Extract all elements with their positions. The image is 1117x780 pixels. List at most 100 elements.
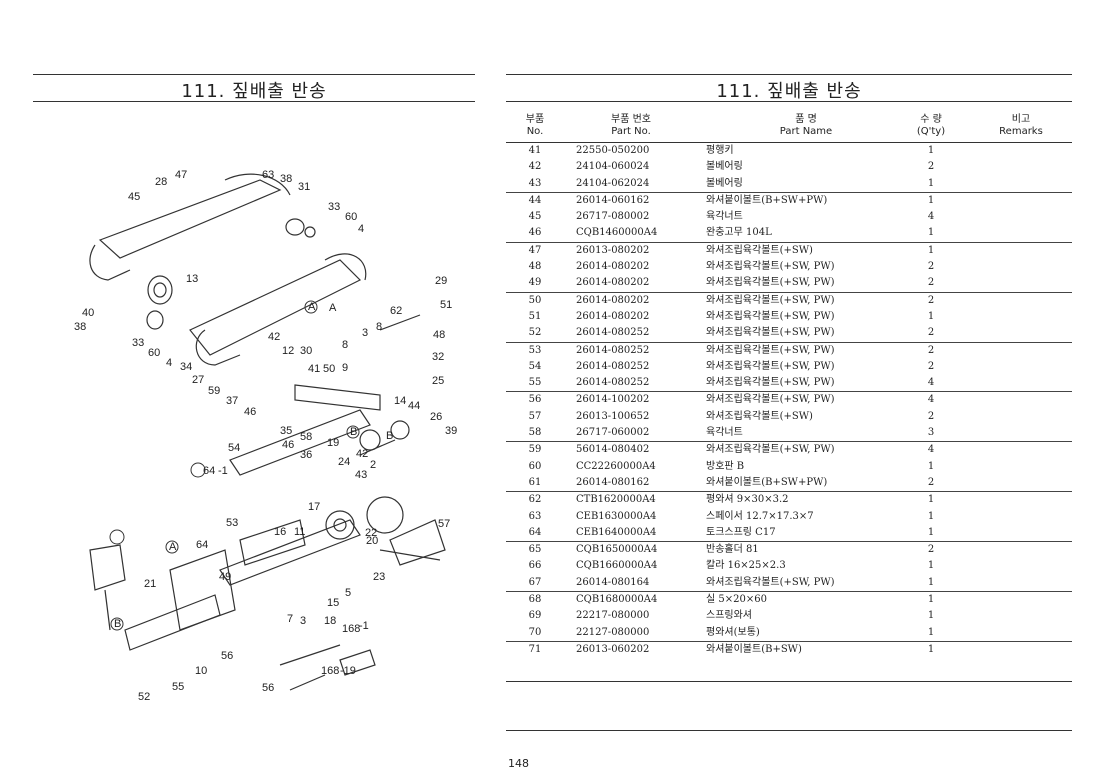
diagram-label: 30 (300, 345, 312, 357)
diagram-label: 59 (208, 385, 220, 397)
part-code: CEB1630000A4 (576, 510, 657, 522)
part-quantity: 2 (927, 294, 935, 306)
part-quantity: 1 (927, 227, 935, 239)
diagram-label: 31 (298, 181, 310, 193)
diagram-label: 60 (148, 347, 160, 359)
diagram-label: 36 (300, 449, 312, 461)
part-name: 토크스프링 C17 (706, 526, 776, 538)
part-name: 방호판 B (706, 460, 745, 472)
diagram-label: 33 (328, 201, 340, 213)
part-code: 26014-080202 (576, 310, 650, 322)
part-quantity: 1 (927, 310, 935, 322)
col-no-en: No. (526, 126, 544, 137)
diagram-label: 51 (440, 299, 452, 311)
diagram-label: 2 (370, 459, 376, 471)
diagram-label: 37 (226, 395, 238, 407)
part-number-index: 53 (528, 344, 542, 356)
part-number-index: 50 (528, 294, 542, 306)
part-quantity: 4 (927, 394, 935, 406)
part-quantity: 1 (927, 494, 935, 506)
diagram-label: 56 (221, 650, 233, 662)
part-number-index: 70 (528, 626, 542, 638)
diagram-label: 20 (366, 535, 378, 547)
part-number-index: 62 (528, 494, 542, 506)
part-quantity: 1 (927, 145, 935, 156)
table-bottom-rule-2 (506, 730, 1072, 731)
diagram-label: 7 (287, 613, 293, 625)
diagram-label: 22 (365, 527, 377, 539)
diagram-label: 64 (196, 539, 208, 551)
part-number-index: 56 (528, 394, 542, 406)
diagram-label: 12 (282, 345, 294, 357)
part-number-index: 57 (528, 410, 542, 422)
part-name: 와셔조립육각볼트(+SW, PW) (706, 576, 835, 588)
col-no-ko: 부품 (525, 114, 545, 125)
part-number-index: 63 (528, 510, 542, 522)
part-number-index: 71 (528, 643, 542, 655)
diagram-label: 62 (390, 305, 402, 317)
part-code: 26717-060002 (576, 427, 650, 439)
diagram-label: 27 (192, 374, 204, 386)
diagram-label: 21 (144, 578, 156, 590)
diagram-label: 63 (262, 169, 274, 181)
part-name: 평와셔(보통) (706, 626, 760, 638)
part-quantity: 2 (927, 344, 935, 356)
part-number-index: 41 (528, 145, 542, 156)
part-number-index: 65 (528, 544, 542, 556)
part-number-index: 69 (528, 610, 542, 622)
diagram-label: 41 (308, 363, 320, 375)
part-code: CEB1640000A4 (576, 526, 657, 538)
part-name: 실 5×20×60 (706, 594, 767, 606)
part-name: 칼라 16×25×2.3 (706, 560, 786, 572)
part-code: 22217-080000 (576, 610, 650, 622)
part-code: 26014-080252 (576, 327, 650, 339)
table-row: 45 26717-080002 육각너트 4 (506, 209, 1072, 225)
part-name: 와셔붙이볼트(B+SW+PW) (706, 194, 828, 206)
col-partno-ko: 부품 번호 (611, 114, 651, 125)
part-code: 26014-080202 (576, 294, 650, 306)
part-name: 와셔조립육각볼트(+SW, PW) (706, 277, 835, 289)
part-quantity: 2 (927, 161, 935, 173)
part-quantity: 4 (927, 211, 935, 223)
diagram-label: A (308, 301, 316, 313)
page-number: 148 (508, 757, 529, 770)
part-code: 26717-080002 (576, 211, 650, 223)
diagram-label: B (350, 426, 357, 438)
part-quantity: 2 (927, 261, 935, 273)
diagram-label: 33 (132, 337, 144, 349)
part-quantity: 2 (927, 327, 935, 339)
diagram-label: 9 (342, 362, 348, 374)
part-number-index: 68 (528, 594, 542, 606)
part-name: 와셔조립육각볼트(+SW, PW) (706, 327, 835, 339)
part-name: 와셔조립육각볼트(+SW, PW) (706, 377, 835, 389)
part-quantity: 1 (927, 560, 935, 572)
part-number-index: 55 (528, 377, 542, 389)
right-title-rule-bottom (506, 101, 1072, 102)
part-code: 26014-100202 (576, 394, 650, 406)
part-number-index: 67 (528, 576, 542, 588)
diagram-reference-markers (109, 300, 360, 631)
part-number-index: 45 (528, 211, 542, 223)
diagram-label: B (386, 430, 393, 442)
diagram-label: 39 (445, 425, 457, 437)
diagram-label: 42 (356, 448, 368, 460)
diagram-label: 23 (373, 571, 385, 583)
parts-table-header: 부품 No. 부품 번호 Part No. 품 명 Part Name 수 량 … (506, 114, 1072, 142)
left-title-rule-top (33, 74, 475, 75)
part-name: 스페이서 12.7×17.3×7 (706, 510, 814, 522)
part-quantity: 1 (927, 510, 935, 522)
diagram-label: 50 (323, 363, 335, 375)
part-number-index: 49 (528, 277, 542, 289)
part-quantity: 1 (927, 576, 935, 588)
part-name: 육각너트 (706, 211, 743, 223)
diagram-label: 35 (280, 425, 292, 437)
table-row: 63 CEB1630000A4 스페이서 12.7×17.3×7 1 (506, 509, 1072, 525)
